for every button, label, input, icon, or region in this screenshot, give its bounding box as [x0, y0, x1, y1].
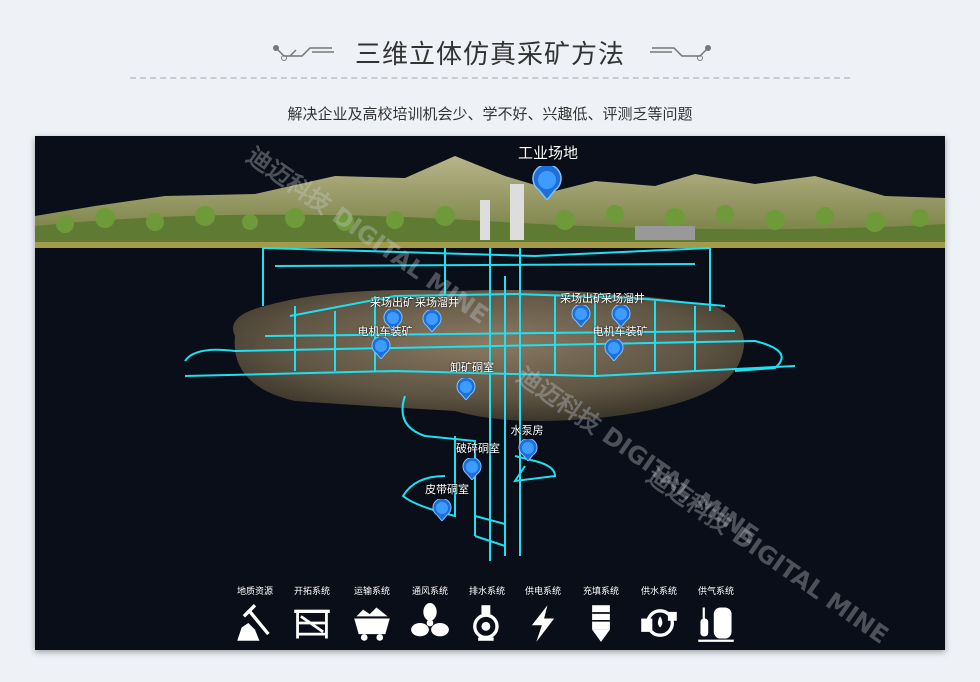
page-subtitle: 解决企业及高校培训机会少、学不好、兴趣低、评测乏等问题 — [287, 105, 693, 123]
location-pin-icon[interactable] — [461, 458, 483, 480]
marker-label: 皮带硐室 — [425, 483, 469, 496]
system-label: 充填系统 — [582, 587, 619, 597]
circuit-decoration-right — [650, 45, 711, 61]
trees — [56, 205, 929, 233]
mine-3d-scene[interactable]: 迪迈科技 DIGITAL MINE 迪迈科技 DIGITAL MINE 迪迈科技… — [35, 136, 945, 650]
system-button[interactable]: 运输系统 — [342, 584, 402, 643]
location-pin-icon[interactable] — [421, 310, 443, 332]
page-title: 三维立体仿真采矿方法 — [354, 40, 625, 70]
location-pin-icon[interactable] — [517, 439, 539, 461]
mountain-pickaxe-icon — [237, 604, 270, 641]
system-label: 供水系统 — [640, 587, 677, 597]
location-pin-icon[interactable] — [370, 337, 392, 359]
mine-model — [35, 156, 945, 561]
pump-icon — [473, 605, 499, 641]
system-label: 开拓系统 — [293, 587, 330, 597]
marker-label: 采场出矿 — [370, 296, 414, 309]
system-button[interactable]: 供气系统 — [686, 584, 746, 643]
marker-label: 卸矿硐室 — [450, 361, 494, 374]
location-pin-icon[interactable] — [570, 305, 592, 327]
location-pin-icon[interactable] — [455, 378, 477, 400]
system-button[interactable]: 地质资源 — [225, 584, 285, 643]
divider — [130, 77, 850, 79]
system-button[interactable]: 开拓系统 — [282, 584, 342, 643]
system-button[interactable]: 充填系统 — [571, 584, 631, 643]
location-pin-icon[interactable] — [431, 499, 453, 521]
circuit-decoration-left — [273, 45, 334, 61]
location-pin-icon[interactable] — [610, 305, 632, 327]
system-label: 供气系统 — [697, 587, 734, 597]
marker-label: 采场溜井 — [415, 296, 459, 309]
marker-label: 电机车装矿 — [357, 325, 413, 338]
system-label: 通风系统 — [411, 587, 448, 597]
system-button[interactable]: 供水系统 — [629, 584, 689, 643]
excavation-icon — [294, 609, 330, 639]
building — [510, 184, 524, 240]
location-pin-icon[interactable] — [603, 339, 625, 361]
water-pump-icon — [641, 609, 677, 637]
marker-label: 电机车装矿 — [592, 325, 648, 338]
marker-label: 采场溜井 — [601, 292, 645, 305]
location-pin-icon[interactable] — [530, 166, 564, 200]
marker-label: 工业场地 — [517, 144, 579, 162]
system-button[interactable]: 通风系统 — [400, 584, 460, 643]
building — [480, 200, 490, 240]
fan-icon — [411, 603, 449, 637]
system-label: 供电系统 — [524, 587, 561, 597]
system-button[interactable]: 排水系统 — [457, 584, 517, 643]
lightning-icon — [531, 605, 555, 642]
tunnel-network — [184, 247, 796, 561]
marker-label: 水泵房 — [510, 424, 544, 437]
marker-label: 采场出矿 — [560, 292, 604, 305]
silo-icon — [592, 605, 610, 642]
system-label: 地质资源 — [236, 587, 273, 597]
gas-tank-icon — [698, 607, 734, 642]
location-pin-icon[interactable] — [382, 309, 404, 331]
mine-cart-icon — [354, 607, 390, 641]
system-label: 排水系统 — [468, 587, 505, 597]
ore-body — [233, 290, 745, 421]
system-label: 运输系统 — [353, 587, 390, 597]
system-button[interactable]: 供电系统 — [513, 584, 573, 643]
marker-label: 破碎硐室 — [456, 442, 500, 455]
